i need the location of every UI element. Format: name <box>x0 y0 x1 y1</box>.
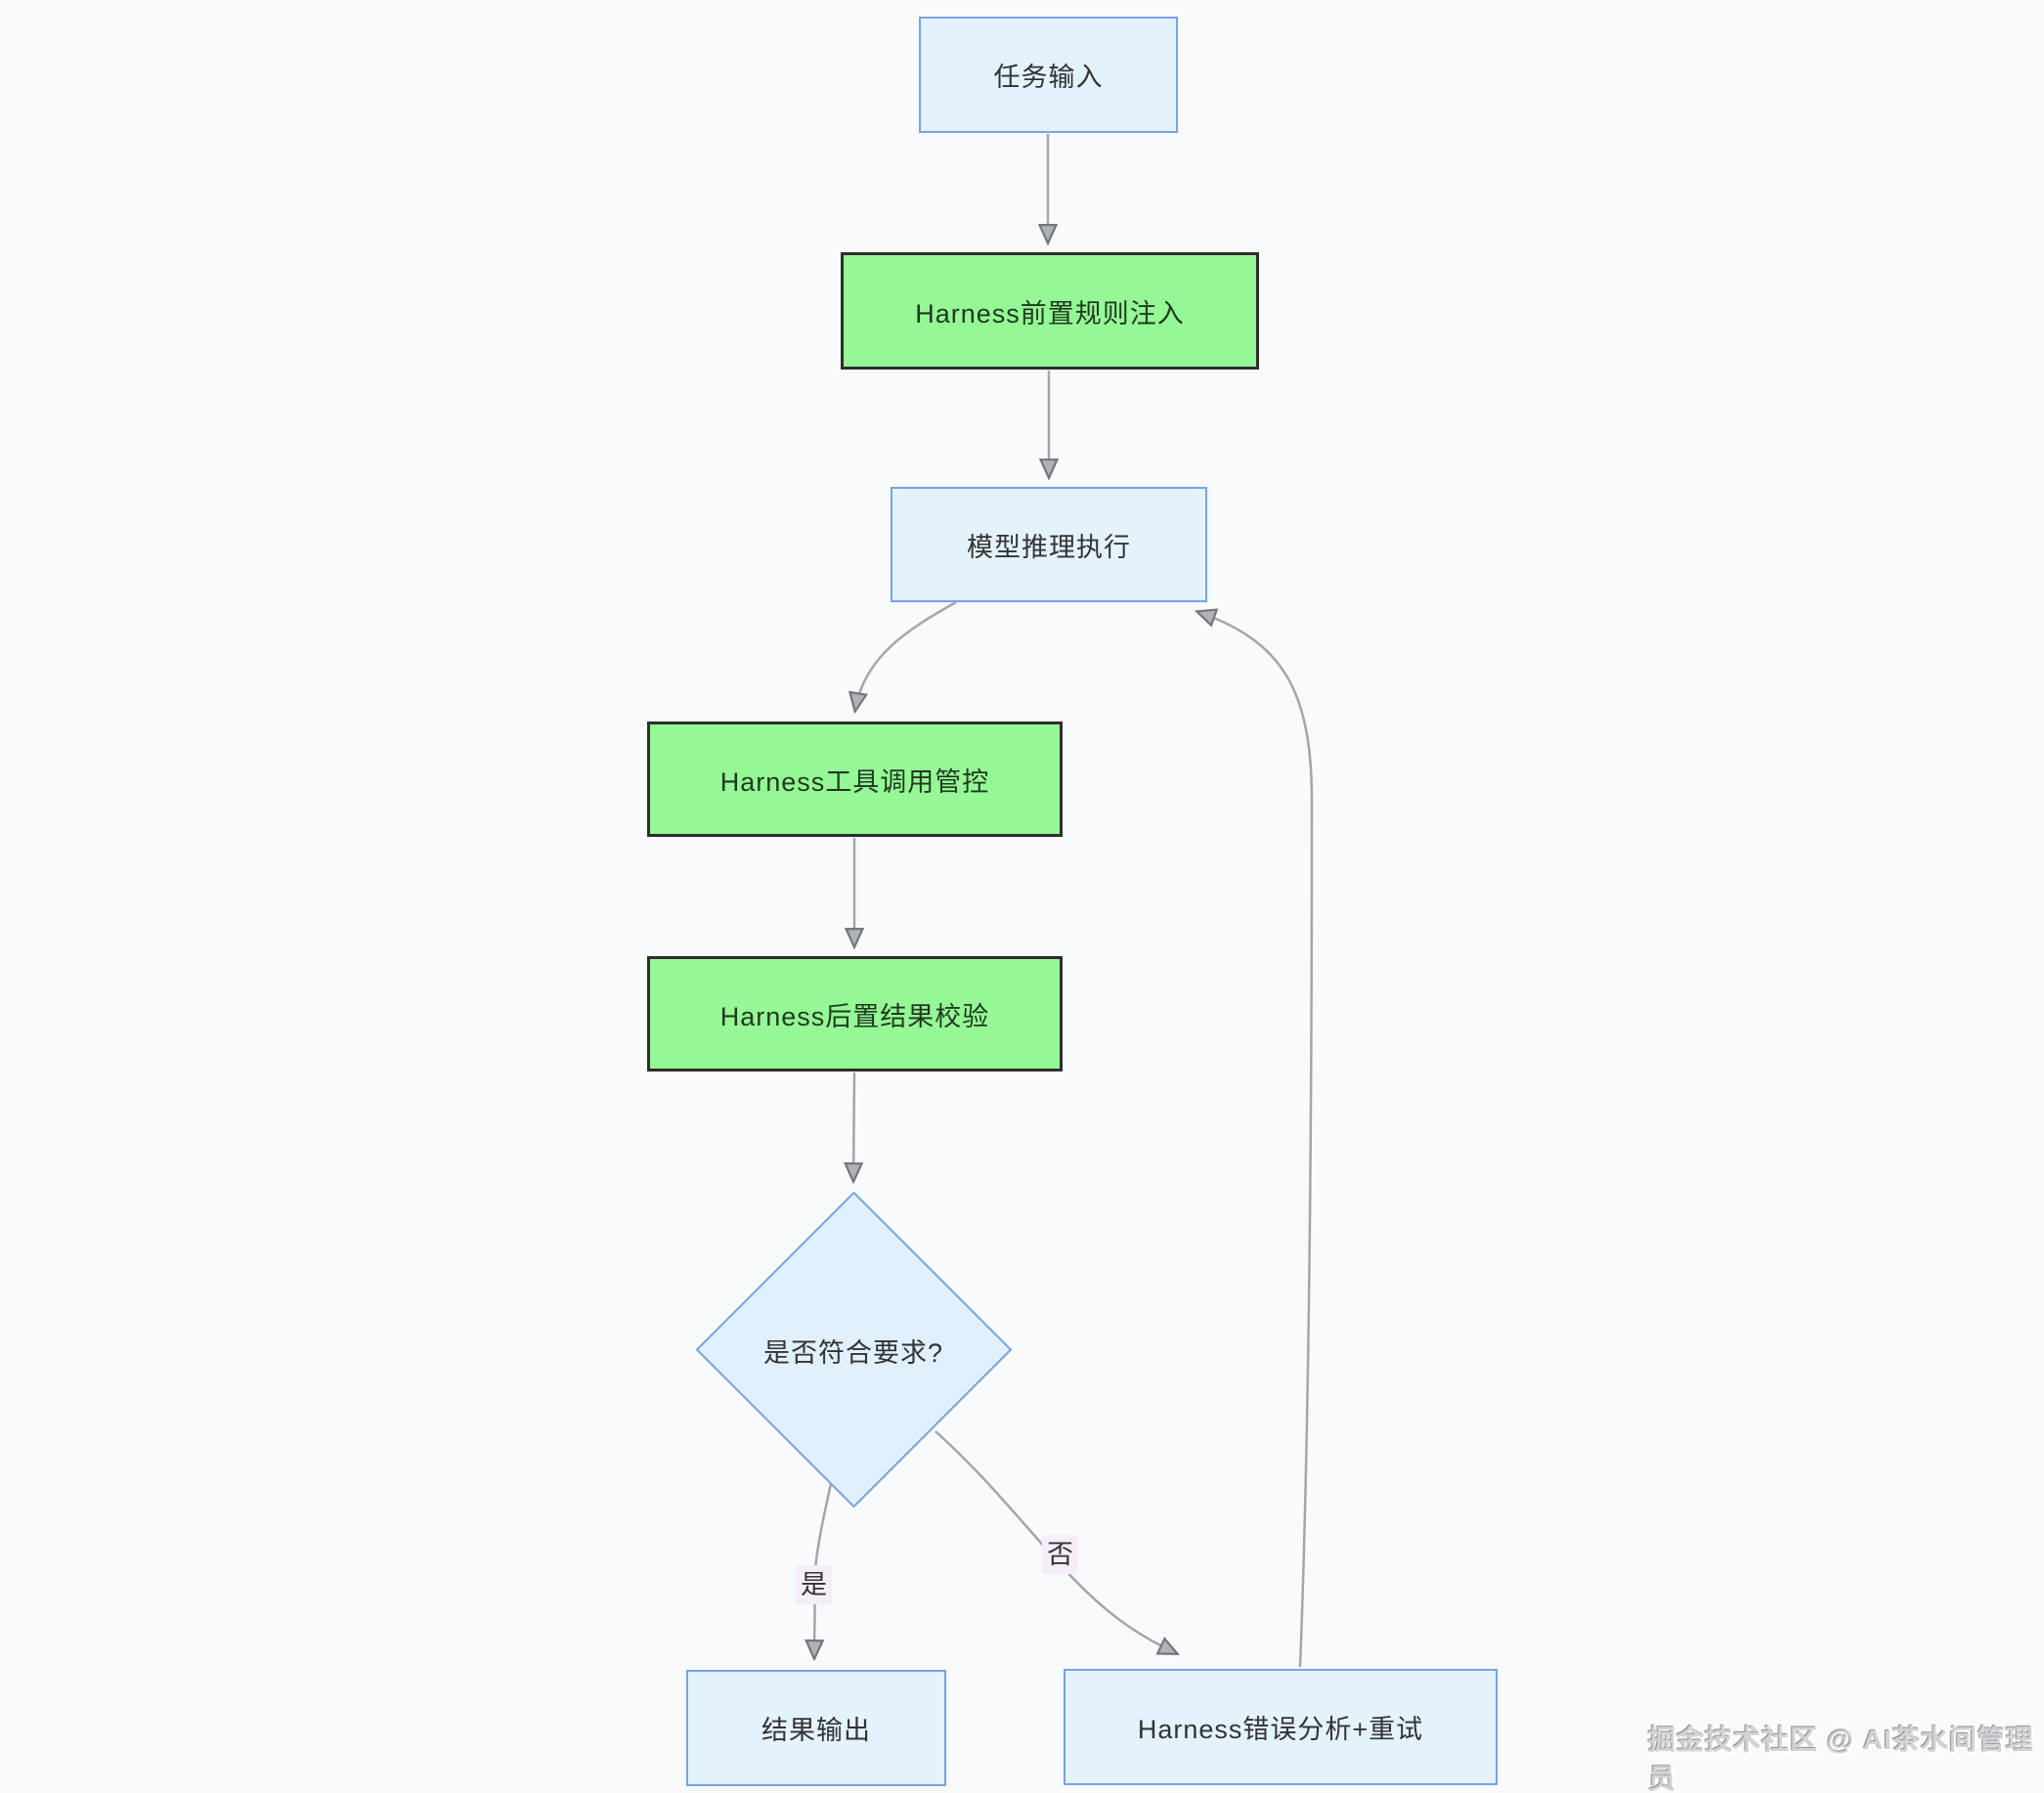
node-result-output: 结果输出 <box>686 1670 946 1786</box>
node-model-inference: 模型推理执行 <box>891 487 1207 602</box>
edge-postcheck-to-decision <box>853 1071 854 1180</box>
node-post-result-check: Harness后置结果校验 <box>647 956 1063 1071</box>
edge-error-retry-to-model <box>1198 612 1314 1668</box>
node-post-result-check-label: Harness后置结果校验 <box>719 1001 990 1031</box>
edge-label-no: 否 <box>1042 1535 1078 1575</box>
node-task-input: 任务输入 <box>919 17 1178 133</box>
node-pre-rule-injection-label: Harness前置规则注入 <box>915 298 1185 328</box>
node-pre-rule-injection: Harness前置规则注入 <box>841 252 1259 370</box>
node-tool-call-control-label: Harness工具调用管控 <box>719 766 990 797</box>
edge-label-yes: 是 <box>796 1565 832 1605</box>
node-error-retry-label: Harness错误分析+重试 <box>1137 1715 1424 1744</box>
node-error-retry: Harness错误分析+重试 <box>1064 1669 1498 1785</box>
node-task-input-label: 任务输入 <box>993 63 1104 92</box>
node-model-inference-label: 模型推理执行 <box>967 532 1131 562</box>
node-decision-label: 是否符合要求? <box>762 1338 944 1368</box>
edge-model-to-toolcontrol <box>855 600 957 710</box>
node-tool-call-control: Harness工具调用管控 <box>647 722 1063 837</box>
node-result-output-label: 结果输出 <box>761 1716 871 1745</box>
watermark-text: 掘金技术社区 @ AI茶水间管理员 <box>1648 1725 2034 1793</box>
